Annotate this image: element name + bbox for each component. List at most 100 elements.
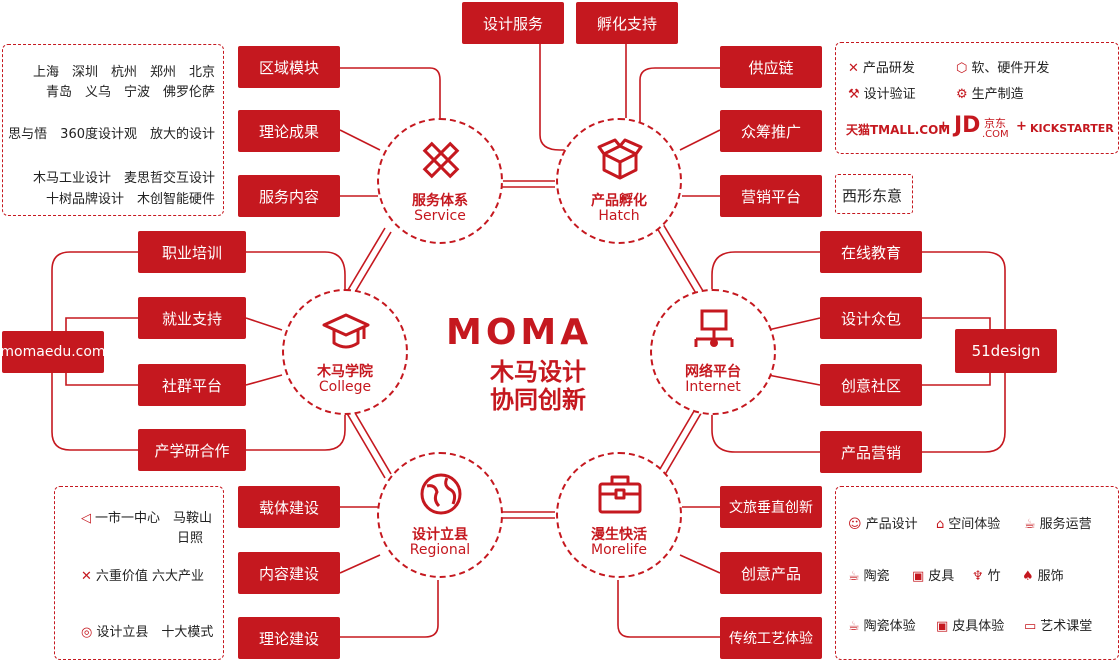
graduation-cap-icon <box>322 313 370 349</box>
logo-jd: JD <box>954 113 981 138</box>
hatch-item-manufacture: ⚙生产制造 <box>956 87 1024 102</box>
box-theory-results: 理论成果 <box>238 110 340 152</box>
hatch-item-rd: ✕产品研发 <box>848 61 915 76</box>
cube-icon: ⬡ <box>956 61 968 76</box>
hub-internet: 网络平台 Internet <box>650 289 776 415</box>
teacup-icon: ☕ <box>848 619 860 634</box>
hub-service: 服务体系 Service <box>377 118 503 244</box>
regional-line-2: ✕六重价值 六大产业 <box>81 569 205 584</box>
box-crowdfunding: 众筹推广 <box>720 110 822 152</box>
box-online-education: 在线教育 <box>820 231 922 273</box>
box-design-service: 设计服务 <box>462 2 564 44</box>
box-cultural-tourism: 文旅垂直创新 <box>720 486 822 528</box>
basket-icon: ♆ <box>972 569 984 584</box>
hub-morelife-en: Morelife <box>590 542 648 558</box>
network-icon <box>694 309 734 347</box>
center-line2: 协同创新 <box>490 386 586 414</box>
drill-icon: ⚒ <box>848 87 860 102</box>
hub-hatch: 产品孵化 Hatch <box>556 118 682 244</box>
home-icon: ⌂ <box>936 517 945 532</box>
hub-college-zh: 木马学院 <box>317 364 373 380</box>
cup-icon: ☕ <box>1024 517 1036 532</box>
box-design-crowdsourcing: 设计众包 <box>820 297 922 339</box>
hub-morelife: 漫生快活 Morelife <box>556 452 682 578</box>
hub-regional: 设计立县 Regional <box>377 452 503 578</box>
regional-line-3: ◎设计立县 十大模式 <box>81 625 214 640</box>
box-creative-community: 创意社区 <box>820 364 922 406</box>
smile-icon: ☺ <box>848 517 862 532</box>
morelife-r2-c1: ☕陶瓷 <box>848 569 890 584</box>
box-momaedu: momaedu.com <box>0 331 106 373</box>
theory-line: 思与悟 360度设计观 放大的设计 <box>8 127 215 142</box>
marketing-tag-text: 西形东意 <box>842 187 903 205</box>
box-community-platform: 社群平台 <box>138 364 246 406</box>
hatch-item-dev: ⬡软、硬件开发 <box>956 61 1050 76</box>
box-content-building: 内容建设 <box>238 552 340 594</box>
morelife-r2-c3: ♆竹 <box>972 569 1001 584</box>
logo-jd-cn: 京东 <box>984 117 1006 130</box>
box-traditional-craft: 传统工艺体验 <box>720 617 822 659</box>
logo-jd-com: .COM <box>982 129 1009 140</box>
hub-hatch-zh: 产品孵化 <box>591 193 647 209</box>
regional-line-1: ◁一市一中心 马鞍山 <box>81 511 213 526</box>
hub-regional-zh: 设计立县 <box>412 527 468 543</box>
robot-arm-icon: ⚙ <box>956 87 968 102</box>
morelife-r3-c3: ▭艺术课堂 <box>1024 619 1093 634</box>
moma-logo: MOMA <box>446 312 593 353</box>
morelife-r1-c1: ☺产品设计 <box>848 517 918 532</box>
hatch-item-verify: ⚒设计验证 <box>848 87 916 102</box>
brands-line-2: 十树品牌设计 木创智能硬件 <box>45 192 215 207</box>
bag-icon: ▣ <box>912 569 925 584</box>
center-line1: 木马设计 <box>490 358 586 386</box>
hub-service-en: Service <box>414 208 466 224</box>
box-carrier-building: 载体建设 <box>238 486 340 528</box>
hatch-detail-panel: ✕产品研发 ⬡软、硬件开发 ⚒设计验证 ⚙生产制造 天猫TMALL.COM + … <box>835 42 1119 154</box>
plus-2: + <box>1016 119 1027 134</box>
box-service-content: 服务内容 <box>238 175 340 217</box>
box-icon <box>597 138 643 180</box>
teacup-icon: ☕ <box>848 569 860 584</box>
cities-line-2: 青岛 义乌 宁波 佛罗伦萨 <box>45 85 215 100</box>
morelife-r2-c2: ▣皮具 <box>912 569 955 584</box>
toolbox-icon <box>598 475 642 514</box>
box-theory-building: 理论建设 <box>238 617 340 659</box>
globe-icon <box>420 473 462 515</box>
box-industry-research: 产学研合作 <box>138 429 246 471</box>
navigation-icon: ◁ <box>81 511 91 526</box>
box-incubation-support: 孵化支持 <box>576 2 678 44</box>
hub-service-zh: 服务体系 <box>412 193 468 209</box>
brands-line-1: 木马工业设计 麦思哲交互设计 <box>32 171 215 186</box>
box-vocational-training: 职业培训 <box>138 231 246 273</box>
box-creative-products: 创意产品 <box>720 552 822 594</box>
center-logo: MOMA 木马设计 协同创新 <box>446 312 616 414</box>
box-product-marketing: 产品营销 <box>820 431 922 473</box>
pencil-ruler-icon <box>422 141 460 179</box>
box-employment-support: 就业支持 <box>138 297 246 339</box>
tools-icon: ✕ <box>848 61 859 76</box>
logo-kickstarter: KICKSTARTER <box>1030 122 1114 135</box>
box-supply-chain: 供应链 <box>720 46 822 88</box>
marketing-tag: 西形东意 <box>835 174 913 214</box>
service-detail-panel: 上海 深圳 杭州 郑州 北京 青岛 义乌 宁波 佛罗伦萨 思与悟 360度设计观… <box>2 44 224 216</box>
hub-internet-zh: 网络平台 <box>685 364 741 380</box>
hub-hatch-en: Hatch <box>598 208 640 224</box>
cities-line-1: 上海 深圳 杭州 郑州 北京 <box>32 65 215 80</box>
morelife-r2-c4: ♠服饰 <box>1022 569 1064 584</box>
morelife-r1-c3: ☕服务运营 <box>1024 517 1092 532</box>
hub-regional-en: Regional <box>409 542 471 558</box>
easel-icon: ▭ <box>1024 619 1037 634</box>
bag-icon: ▣ <box>936 619 949 634</box>
logo-tmall: 天猫TMALL.COM <box>846 123 951 137</box>
shirt-icon: ♠ <box>1022 569 1034 584</box>
morelife-r3-c1: ☕陶瓷体验 <box>848 619 916 634</box>
box-region-module: 区域模块 <box>238 46 340 88</box>
box-51design: 51design <box>955 329 1057 373</box>
morelife-r3-c2: ▣皮具体验 <box>936 619 1005 634</box>
box-marketing-platform: 营销平台 <box>720 175 822 217</box>
cross-tools-icon: ✕ <box>81 569 92 584</box>
regional-line-1b: 日照 <box>177 531 204 546</box>
regional-detail-panel: ◁一市一中心 马鞍山 日照 ✕六重价值 六大产业 ◎设计立县 十大模式 <box>54 486 224 660</box>
target-icon: ◎ <box>81 625 93 640</box>
morelife-r1-c2: ⌂空间体验 <box>936 517 1001 532</box>
